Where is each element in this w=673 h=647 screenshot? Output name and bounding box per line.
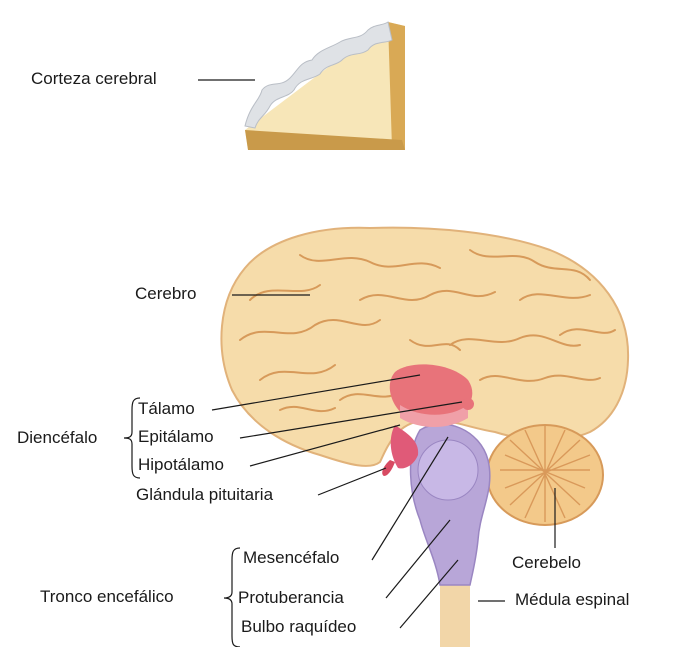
label-talamo: Tálamo xyxy=(138,399,195,419)
label-epitalamo: Epitálamo xyxy=(138,427,214,447)
label-tronco-encefalico: Tronco encefálico xyxy=(40,587,174,607)
label-glandula-pituitaria: Glándula pituitaria xyxy=(136,485,273,505)
cerebellum-illustration xyxy=(487,425,603,525)
label-mesencefalo: Mesencéfalo xyxy=(243,548,339,568)
brainstem-illustration xyxy=(411,424,490,585)
label-protuberancia: Protuberancia xyxy=(238,588,344,608)
label-bulbo-raquideo: Bulbo raquídeo xyxy=(241,617,356,637)
label-corteza-cerebral: Corteza cerebral xyxy=(31,69,157,89)
label-medula-espinal: Médula espinal xyxy=(515,590,629,610)
label-hipotalamo: Hipotálamo xyxy=(138,455,224,475)
label-cerebelo: Cerebelo xyxy=(512,553,581,573)
label-cerebro: Cerebro xyxy=(135,284,196,304)
cortex-block-illustration xyxy=(245,22,405,150)
label-diencefalo: Diencéfalo xyxy=(17,428,97,448)
